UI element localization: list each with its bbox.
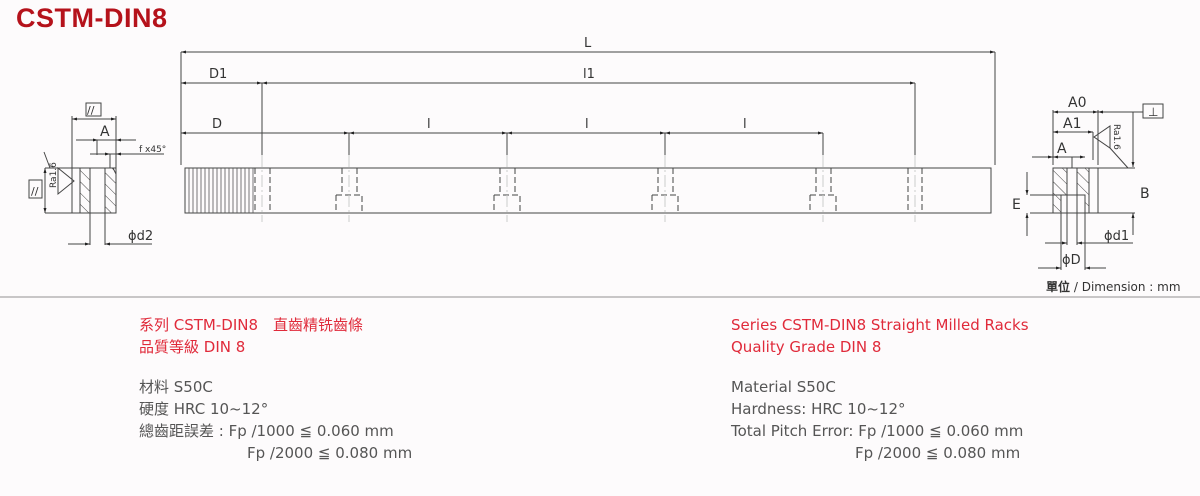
spec-block-english: Series CSTM-DIN8 Straight Milled Racks Q…	[731, 314, 1029, 464]
dim-D1-label: D1	[209, 67, 227, 82]
quality-en: Quality Grade DIN 8	[731, 338, 882, 356]
pitch-error-en-2: Fp /2000 ≦ 0.080 mm	[855, 444, 1021, 462]
dim-B-label: B	[1140, 186, 1150, 202]
front-view	[180, 50, 996, 214]
roughness-label-right: Ra1.6	[1111, 124, 1121, 150]
chamfer-label: f x45°	[139, 145, 166, 155]
unit-label-en: / Dimension : mm	[1073, 280, 1181, 294]
dim-phiD-label: ϕD	[1062, 253, 1081, 268]
dim-d1-label: ϕd1	[1104, 229, 1129, 244]
hardness-en: Hardness: HRC 10~12°	[731, 400, 906, 418]
dim-l-label-1: l	[427, 117, 431, 132]
series-en: Series CSTM-DIN8 Straight Milled Racks	[731, 316, 1029, 334]
dim-A1-label: A1	[1063, 116, 1081, 132]
parallel-symbol-2: //	[31, 185, 39, 198]
dim-A-label: A	[100, 124, 110, 140]
roughness-label-left: Ra1.6	[49, 162, 59, 188]
page-title: CSTM-DIN8	[16, 3, 168, 33]
section-divider	[0, 296, 1200, 298]
dim-D-label: D	[212, 117, 222, 132]
dim-l-label-3: l	[743, 117, 747, 132]
technical-drawing: // A f x45° Ra1.6 // ϕd2	[28, 36, 1164, 270]
spec-block-chinese: 系列 CSTM-DIN8 直齒精铣齒條 品質等級 DIN 8 材料 S50C 硬…	[139, 314, 412, 464]
dim-d2-label: ϕd2	[128, 229, 153, 244]
dim-l-label-2: l	[585, 117, 589, 132]
series-zh: 系列 CSTM-DIN8 直齒精铣齒條	[139, 316, 364, 334]
unit-label: 單位 / Dimension : mm	[1046, 278, 1181, 295]
dim-A-right-label: A	[1057, 141, 1067, 157]
parallel-symbol: //	[87, 104, 95, 117]
pitch-error-en-1: Total Pitch Error: Fp /1000 ≦ 0.060 mm	[731, 422, 1024, 440]
left-side-view: //	[28, 102, 164, 246]
dim-l1-label: l1	[583, 67, 595, 82]
hardness-zh: 硬度 HRC 10~12°	[139, 400, 269, 418]
right-side-view	[1025, 103, 1164, 270]
material-en: Material S50C	[731, 378, 836, 396]
material-zh: 材料 S50C	[139, 378, 213, 396]
dim-A0-label: A0	[1068, 95, 1086, 111]
dim-E-label: E	[1012, 197, 1021, 213]
unit-label-cjk: 單位	[1046, 280, 1071, 294]
perpendicular-symbol: ⊥	[1148, 105, 1158, 119]
dim-L-label: L	[584, 36, 592, 51]
quality-zh: 品質等級 DIN 8	[139, 338, 246, 356]
pitch-error-zh-2: Fp /2000 ≦ 0.080 mm	[247, 444, 413, 462]
pitch-error-zh-1: 總齒距誤差 : Fp /1000 ≦ 0.060 mm	[139, 422, 394, 440]
